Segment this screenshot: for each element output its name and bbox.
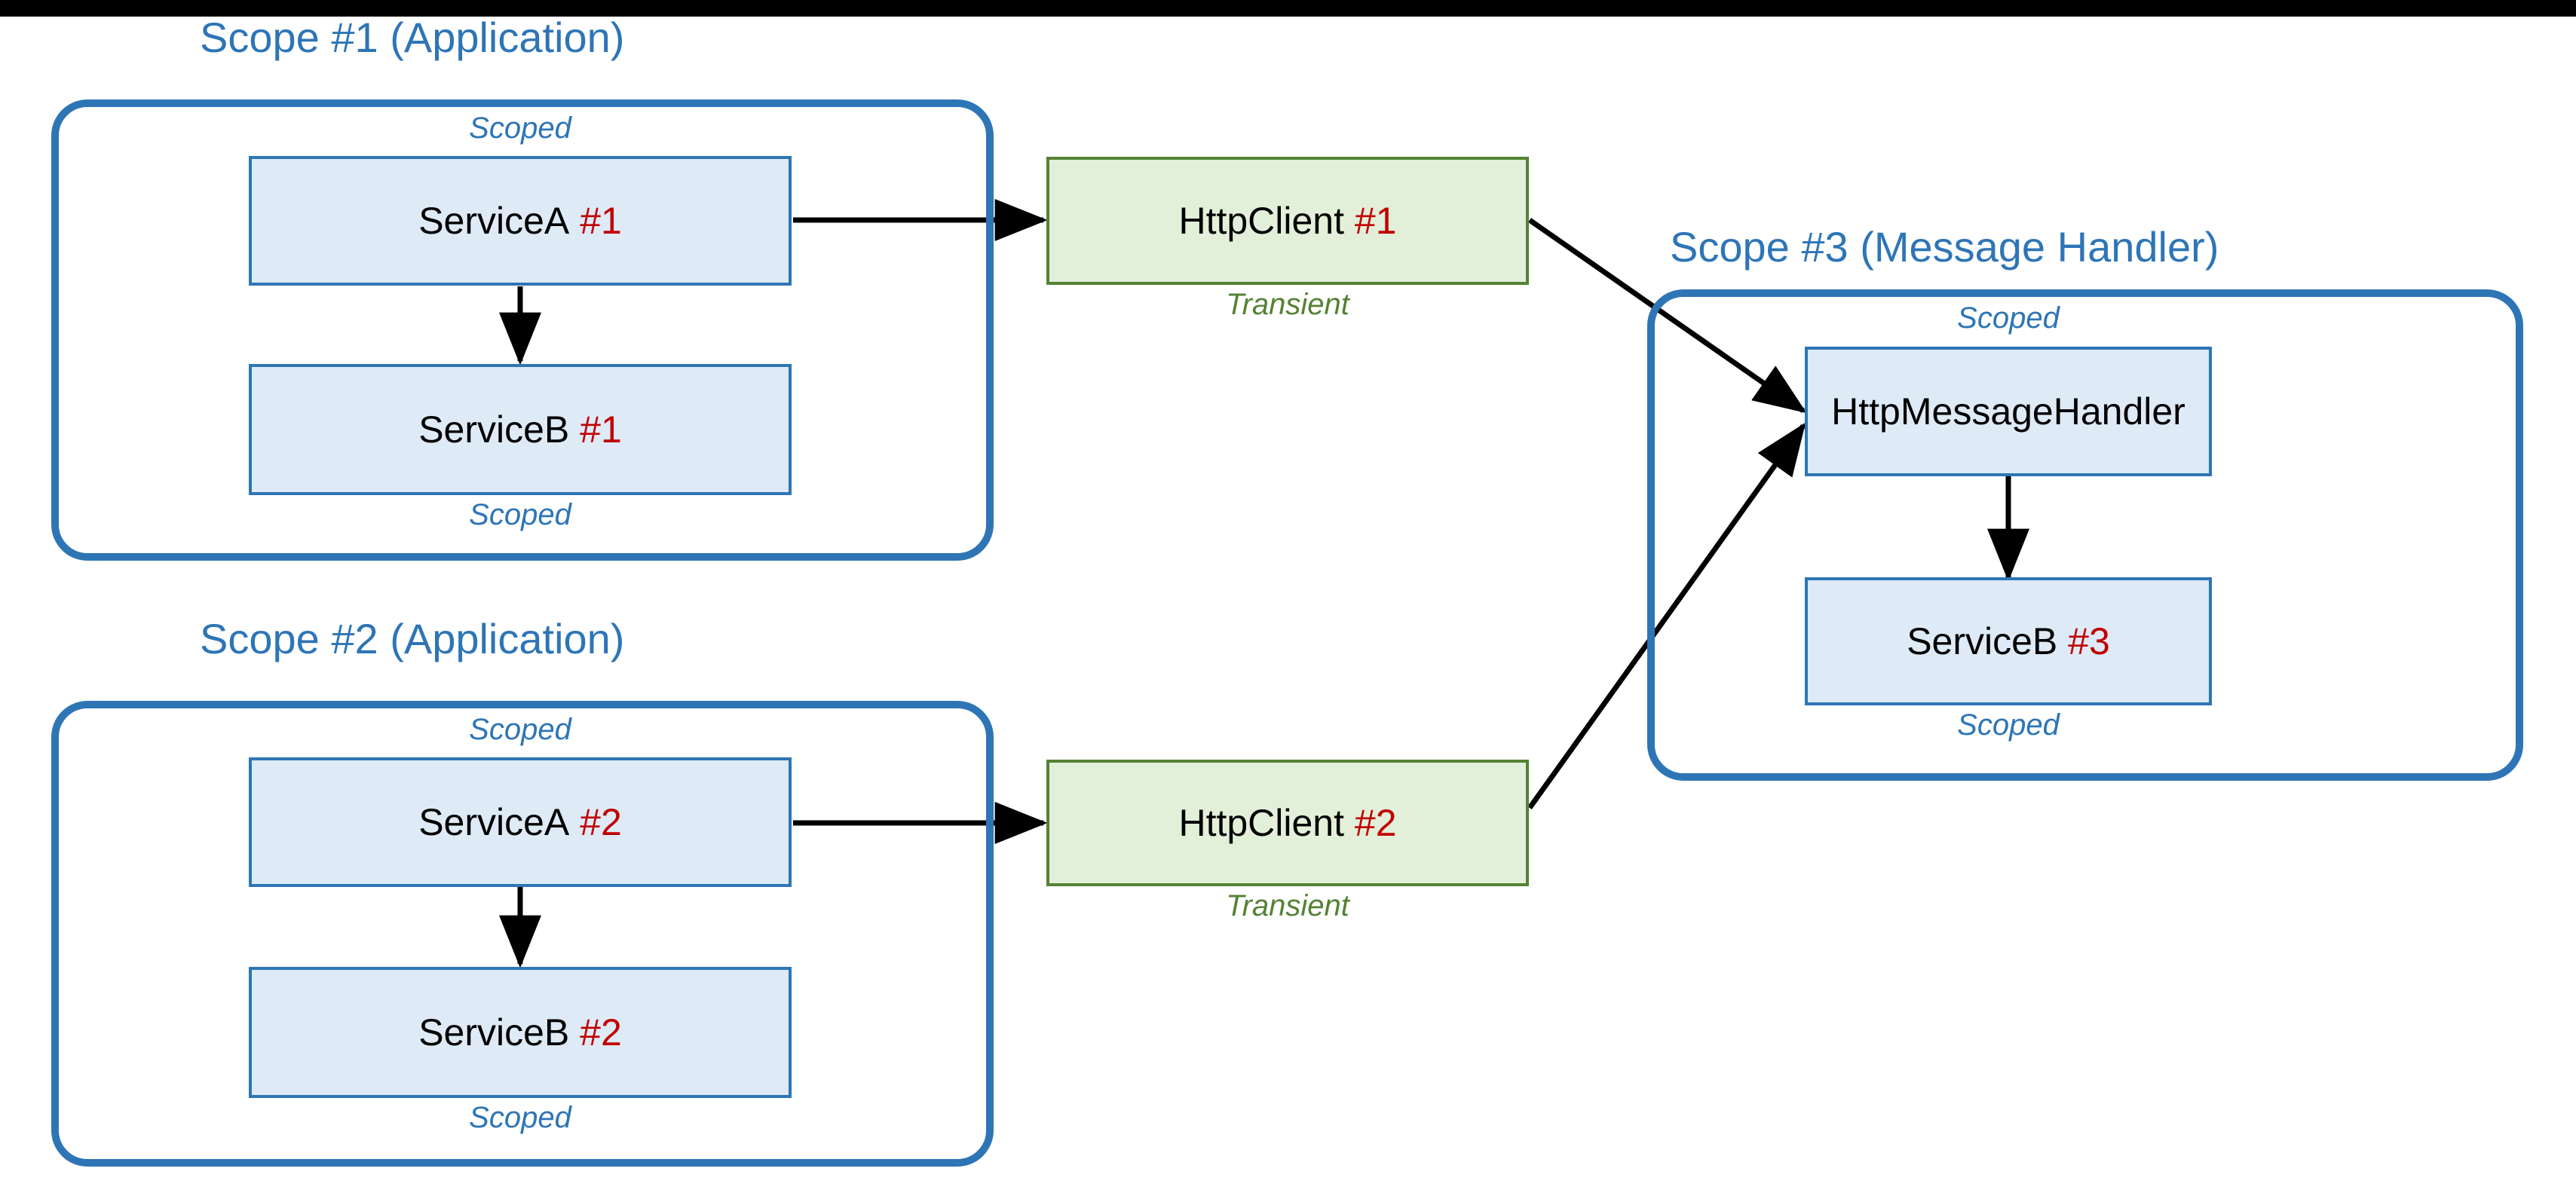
node-servicea-1-instance: #1 bbox=[580, 200, 622, 242]
node-httpmessagehandler[interactable]: HttpMessageHandler bbox=[1805, 347, 2212, 476]
serviceb1-lifetime-caption: Scoped bbox=[469, 498, 571, 531]
scope1-title: Scope #1 (Application) bbox=[200, 14, 625, 61]
scope3-title: Scope #3 (Message Handler) bbox=[1670, 223, 2219, 271]
scope3-container bbox=[1647, 289, 2523, 781]
node-httpclient-1[interactable]: HttpClient #1 bbox=[1046, 157, 1529, 285]
node-httpmessagehandler-label: HttpMessageHandler bbox=[1831, 390, 2185, 433]
httpclient1-lifetime-caption: Transient bbox=[1226, 288, 1349, 321]
node-servicea-2[interactable]: ServiceA #2 bbox=[249, 757, 792, 887]
httpclient2-lifetime-caption: Transient bbox=[1226, 889, 1349, 922]
node-serviceb-3-instance: #3 bbox=[2068, 620, 2110, 662]
httpmessagehandler-lifetime-caption: Scoped bbox=[1957, 301, 2060, 335]
node-serviceb-2-label: ServiceB bbox=[418, 1011, 570, 1054]
node-httpclient-1-instance: #1 bbox=[1354, 200, 1397, 242]
node-serviceb-1-label: ServiceB bbox=[418, 408, 570, 451]
servicea1-lifetime-caption: Scoped bbox=[469, 112, 571, 145]
top-black-band bbox=[0, 0, 2576, 17]
node-httpclient-2-label: HttpClient bbox=[1178, 802, 1344, 844]
scope2-container bbox=[51, 701, 994, 1167]
scope1-container bbox=[51, 99, 994, 561]
node-httpclient-2-instance: #2 bbox=[1354, 802, 1397, 844]
node-serviceb-2[interactable]: ServiceB #2 bbox=[249, 967, 792, 1098]
servicea2-lifetime-caption: Scoped bbox=[469, 713, 571, 746]
node-serviceb-3-label: ServiceB bbox=[1907, 620, 2058, 662]
node-serviceb-1-instance: #1 bbox=[580, 408, 622, 451]
serviceb2-lifetime-caption: Scoped bbox=[469, 1101, 571, 1134]
scope2-title: Scope #2 (Application) bbox=[200, 615, 625, 662]
node-serviceb-1[interactable]: ServiceB #1 bbox=[249, 364, 792, 495]
node-serviceb-3[interactable]: ServiceB #3 bbox=[1805, 577, 2212, 705]
node-serviceb-2-instance: #2 bbox=[580, 1011, 622, 1054]
node-servicea-1[interactable]: ServiceA #1 bbox=[249, 156, 792, 286]
node-servicea-2-label: ServiceA bbox=[418, 801, 570, 843]
node-httpclient-2[interactable]: HttpClient #2 bbox=[1046, 760, 1529, 886]
node-servicea-1-label: ServiceA bbox=[418, 200, 570, 242]
node-servicea-2-instance: #2 bbox=[580, 801, 622, 843]
node-httpclient-1-label: HttpClient bbox=[1178, 200, 1344, 242]
serviceb3-lifetime-caption: Scoped bbox=[1957, 708, 2060, 742]
